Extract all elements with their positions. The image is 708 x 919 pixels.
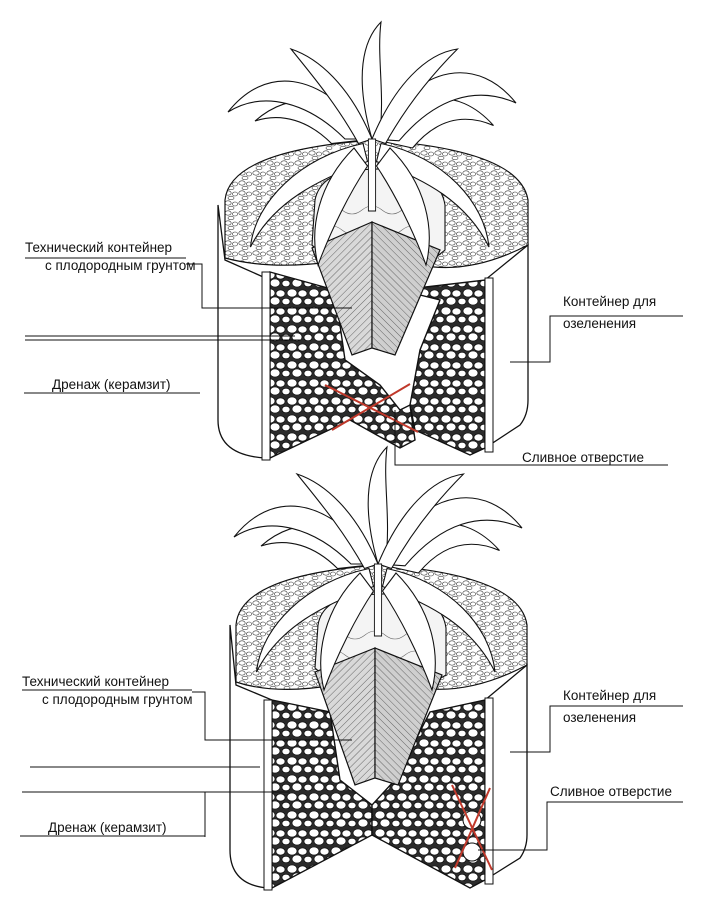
label-tech-container-line2: с плодородным грунтом	[45, 258, 196, 273]
drainage-right	[371, 699, 486, 889]
label-drain-hole: Сливное отверстие	[550, 784, 672, 799]
label-tech-container-line1: Технический контейнер	[25, 240, 172, 255]
label-green-container-line1: Контейнер для	[563, 294, 656, 309]
diagram-1: Технический контейнер с плодородным грун…	[24, 21, 683, 466]
label-green-container-line1: Контейнер для	[563, 688, 656, 703]
crossed-drain-hole-icon	[451, 784, 493, 871]
crossed-drain-hole-icon	[324, 383, 419, 433]
label-green-container-line2: озеленения	[563, 316, 636, 331]
label-tech-container-line2: с плодородным грунтом	[42, 692, 193, 707]
label-drainage: Дренаж (керамзит)	[48, 820, 167, 835]
label-drain-hole: Сливное отверстие	[522, 450, 644, 465]
diagram-2: Технический контейнер с плодородным грун…	[20, 446, 683, 891]
label-drainage: Дренаж (керамзит)	[52, 377, 171, 392]
label-tech-container-line1: Технический контейнер	[22, 674, 169, 689]
label-green-container-line2: озеленения	[563, 710, 636, 725]
